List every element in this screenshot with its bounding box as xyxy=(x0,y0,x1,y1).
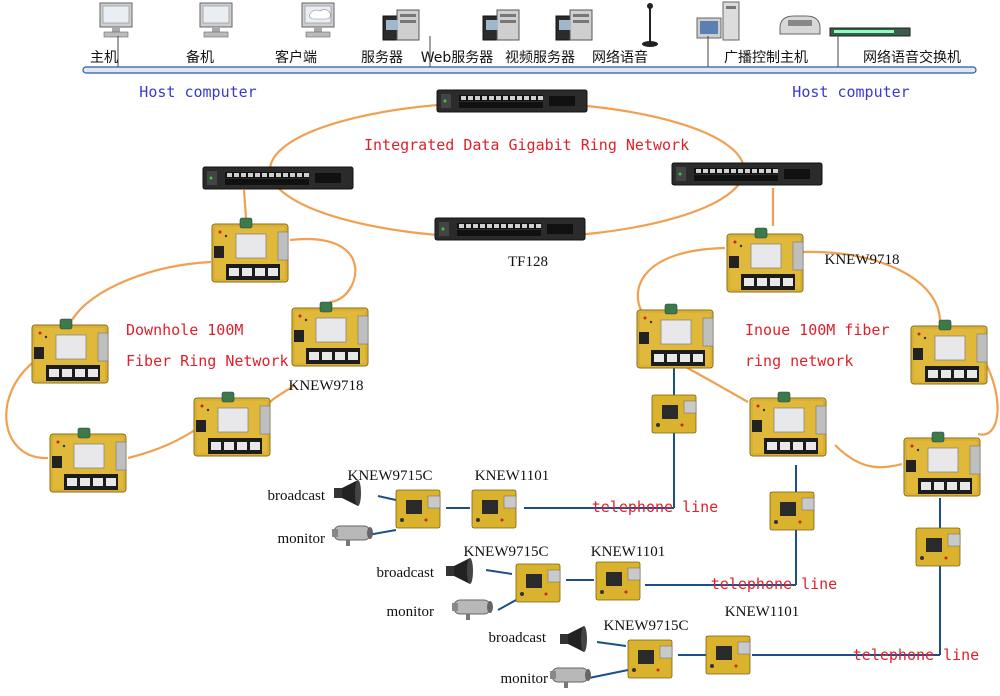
inoue-board-3 xyxy=(910,319,988,385)
downhole-board-1 xyxy=(211,217,289,283)
inoue-ring-label-line2: ring network xyxy=(745,352,853,370)
inoue-board-2 xyxy=(636,303,714,369)
knew1101-module xyxy=(705,635,751,675)
top-label-video-server: 视频服务器 xyxy=(505,50,575,66)
video-server-icon xyxy=(555,9,593,41)
knew9715c-module xyxy=(627,639,673,679)
voice-switch-icon xyxy=(779,15,911,37)
knew1101-label: KNEW1101 xyxy=(475,468,549,484)
knew9715c-module xyxy=(395,489,441,529)
knew9715c-label: KNEW9715C xyxy=(348,468,433,484)
gigabit-switch-bottom-tf128 xyxy=(434,217,586,241)
top-label-host: 主机 xyxy=(90,50,118,66)
speaker-icon xyxy=(560,626,587,652)
endpoint-row-2: KNEW9715C KNEW1101 broadcast monitor tel… xyxy=(377,544,837,621)
endpoint-row-1: KNEW9715C KNEW1101 broadcast monitor tel… xyxy=(268,468,719,547)
knew1101-label: KNEW1101 xyxy=(725,604,799,620)
top-label-web-server: Web服务器 xyxy=(421,50,494,66)
camera-icon xyxy=(549,667,592,689)
downhole-board-4 xyxy=(193,391,271,457)
monitor-label: monitor xyxy=(387,604,435,620)
inoue-knew1101-module-1 xyxy=(651,394,697,434)
downhole-board-2-knew9718 xyxy=(291,301,369,367)
monitor-label: monitor xyxy=(278,531,326,547)
downhole-ring-label-line2: Fiber Ring Network xyxy=(126,352,289,370)
camera-icon xyxy=(331,525,374,547)
top-label-backup: 备机 xyxy=(186,49,214,66)
top-label-network-voice: 网络语音 xyxy=(592,49,648,66)
broadcast-label: broadcast xyxy=(268,488,326,504)
backup-computer-icon xyxy=(199,2,233,38)
inoue-board-1-knew9718 xyxy=(726,227,804,293)
gigabit-switch-left xyxy=(202,166,354,190)
endpoint-row-3: KNEW1101 KNEW9715C broadcast monitor tel… xyxy=(489,604,979,689)
tf128-label: TF128 xyxy=(508,254,548,270)
downhole-ring-label-line1: Downhole 100M xyxy=(126,321,243,339)
speaker-icon xyxy=(446,558,473,584)
camera-icon xyxy=(451,599,494,621)
inoue-knew1101-module-2 xyxy=(769,491,815,531)
host-computer-icon xyxy=(99,2,133,38)
top-label-voice-switch: 网络语音交换机 xyxy=(863,49,961,66)
broadcast-label: broadcast xyxy=(377,565,435,581)
broadcast-controller-icon xyxy=(696,1,740,41)
telephone-line-label: telephone line xyxy=(711,575,837,593)
knew9715c-label: KNEW9715C xyxy=(604,618,689,634)
knew9718-label-right: KNEW9718 xyxy=(825,252,900,268)
knew9715c-module xyxy=(515,563,561,603)
gigabit-ring-label: Integrated Data Gigabit Ring Network xyxy=(364,136,689,154)
downhole-board-5 xyxy=(49,427,127,493)
monitor-label: monitor xyxy=(501,671,549,687)
copper-links xyxy=(361,364,941,679)
inoue-knew1101-module-3 xyxy=(915,527,961,567)
knew9715c-label: KNEW9715C xyxy=(464,544,549,560)
server-icon xyxy=(382,9,420,41)
knew1101-module xyxy=(595,561,641,601)
lan-bus xyxy=(82,66,977,74)
top-label-client: 客户端 xyxy=(275,49,317,66)
top-label-server: 服务器 xyxy=(361,50,403,66)
gigabit-switch-right xyxy=(671,162,823,186)
telephone-line-label: telephone line xyxy=(853,646,979,664)
microphone-icon xyxy=(642,3,658,47)
knew1101-module xyxy=(471,489,517,529)
web-server-icon xyxy=(482,9,520,41)
fiber-links xyxy=(5,100,999,469)
host-computer-label-left: Host computer xyxy=(139,83,256,101)
knew1101-label: KNEW1101 xyxy=(591,544,665,560)
downhole-board-3 xyxy=(31,318,109,384)
top-device-row: 主机 备机 客户端 服务器 Web服务器 视频服务器 网络语音 广播控制主机 网… xyxy=(82,1,977,74)
inoue-board-5 xyxy=(903,431,981,497)
gigabit-switch-top xyxy=(436,89,588,113)
host-computer-label-right: Host computer xyxy=(792,83,909,101)
telephone-line-label: telephone line xyxy=(592,498,718,516)
client-computer-icon xyxy=(301,2,335,38)
inoue-board-4 xyxy=(749,391,827,457)
inoue-ring-label-line1: Inoue 100M fiber xyxy=(745,321,890,339)
broadcast-label: broadcast xyxy=(489,630,547,646)
top-label-broadcast-controller: 广播控制主机 xyxy=(724,50,808,66)
knew9718-label-left: KNEW9718 xyxy=(289,378,364,394)
